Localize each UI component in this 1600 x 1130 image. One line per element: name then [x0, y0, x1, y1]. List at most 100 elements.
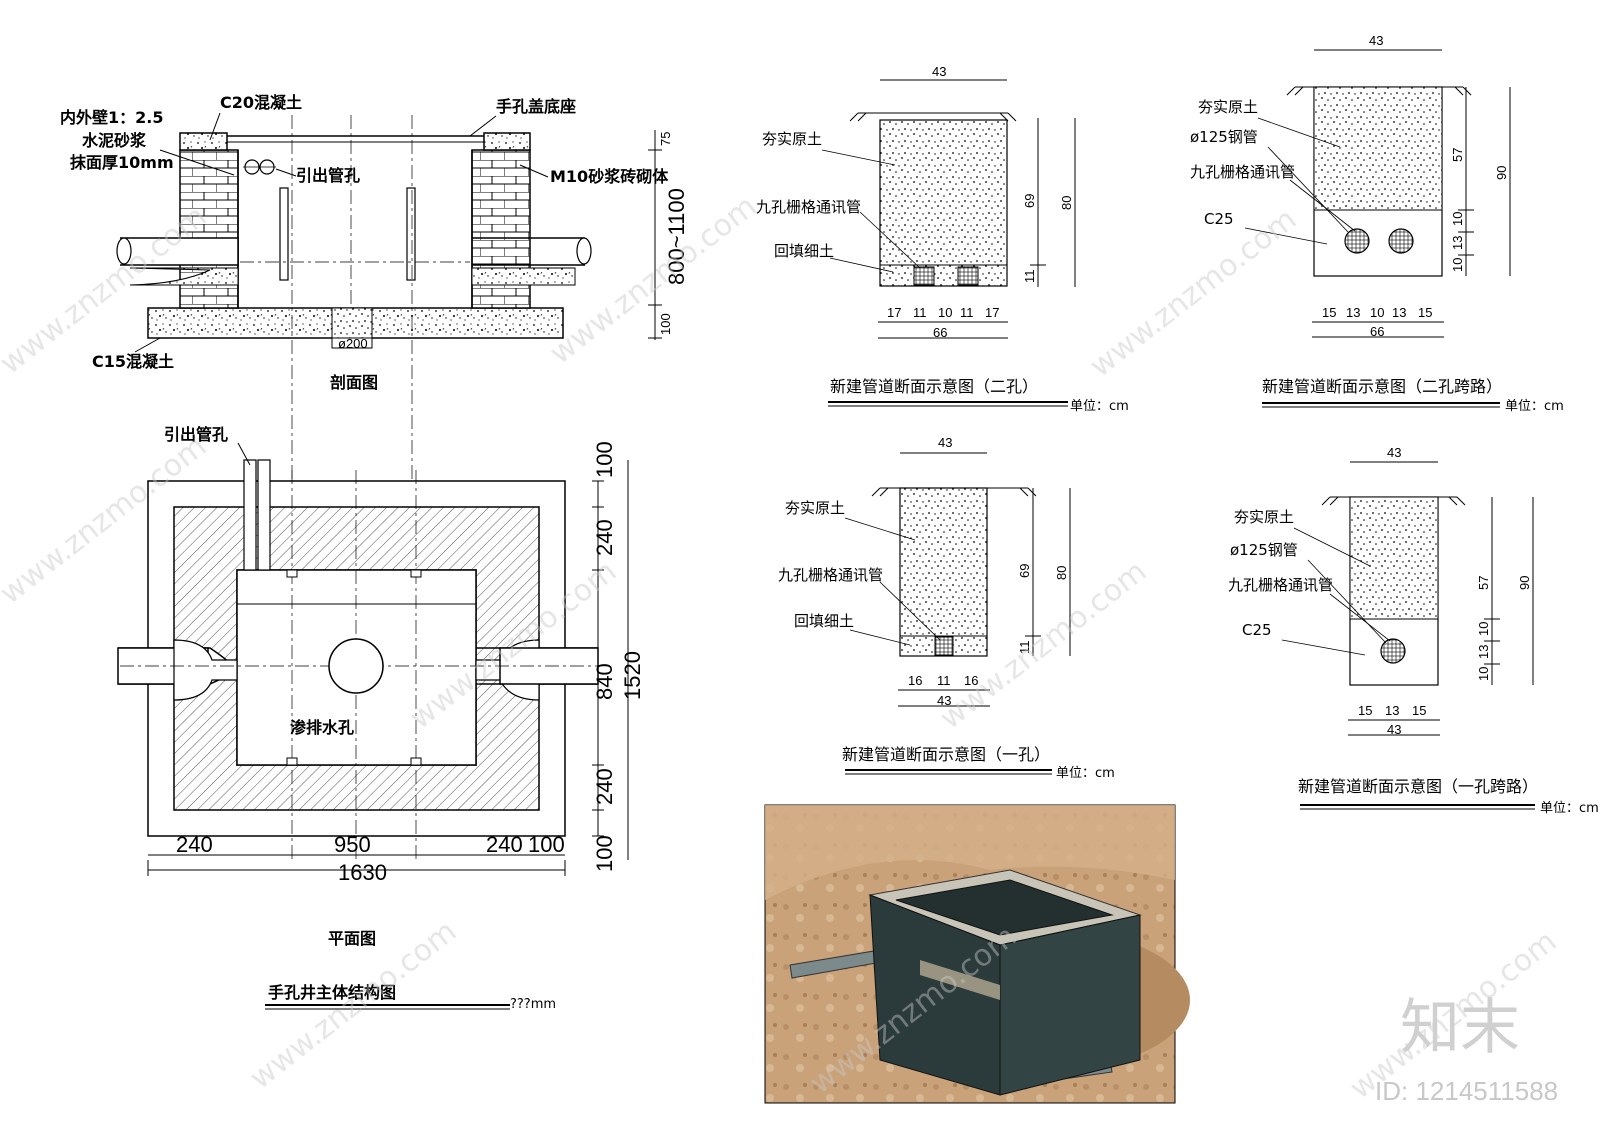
s2c-unit: 单位：cm — [1505, 399, 1564, 414]
label-brick: M10砂浆砖砌体 — [550, 167, 669, 186]
label-lid-seat: 手孔盖底座 — [496, 97, 576, 116]
label-wall-plaster-3: 抹面厚10mm — [70, 153, 174, 172]
plan-dim-r0: 100 — [592, 441, 617, 478]
s2c-bottom-dim-1: 13 — [1346, 305, 1360, 320]
label-c20: C20混凝土 — [220, 93, 302, 112]
s1c-bottom-dim-1: 13 — [1385, 703, 1399, 718]
s2-label-0: 夯实原土 — [762, 130, 822, 148]
s1-unit: 单位：cm — [1056, 766, 1115, 781]
left-pipe — [120, 237, 239, 266]
s2c-right-dim-3: 10 — [1450, 258, 1465, 272]
section-two-hole-cross: 43 57 10 13 10 90 15 13 10 13 15 66 夯实原土… — [1190, 33, 1564, 414]
s1-label-2: 回填细土 — [794, 612, 854, 630]
s2c-label-2: 九孔栅格通讯管 — [1190, 163, 1295, 181]
plan-dim-r4: 100 — [592, 835, 617, 872]
s2-bottom-dim-0: 17 — [887, 305, 901, 320]
s2c-right-dim-2: 13 — [1450, 236, 1465, 250]
s2c-bottom-dim-0: 15 — [1322, 305, 1336, 320]
plan-view: 引出管孔 渗排水孔 100 240 840 240 — [117, 425, 645, 948]
plan-dim-r3: 240 — [592, 768, 617, 805]
s1c-label-2: 九孔栅格通讯管 — [1228, 576, 1333, 594]
s2-title: 新建管道断面示意图（二孔） — [830, 377, 1038, 396]
s1c-top-width: 43 — [1387, 445, 1401, 460]
watermark-3: www.znzmo.com — [1083, 202, 1303, 384]
s2-unit: 单位：cm — [1070, 399, 1129, 414]
s1-bottom-total: 43 — [937, 693, 951, 708]
section-one-hole-cross: 43 57 10 13 10 90 15 13 15 43 夯实原土 ø125钢… — [1228, 445, 1599, 816]
main-drawing-unit: ???mm — [510, 997, 556, 1012]
s2c-bottom-dim-4: 15 — [1418, 305, 1432, 320]
s1c-title: 新建管道断面示意图（一孔跨路） — [1298, 777, 1538, 796]
s2c-label-1: ø125钢管 — [1190, 128, 1258, 146]
s2-label-1: 九孔栅格通讯管 — [756, 198, 861, 216]
s1c-right-dim-1: 10 — [1476, 622, 1491, 636]
plan-label-drain-hole: 渗排水孔 — [290, 718, 354, 737]
section-one-hole: 43 69 11 80 16 11 16 43 夯实原土 九孔栅格通讯管 回填细… — [778, 435, 1115, 781]
s1-right-dim-0: 69 — [1017, 564, 1032, 578]
s1c-right-dim-2: 13 — [1476, 645, 1491, 659]
plan-label-outlet-hole: 引出管孔 — [164, 425, 228, 444]
plan-dim-r1: 240 — [592, 519, 617, 556]
s1-bottom-dim-2: 16 — [964, 673, 978, 688]
s1-bottom-dim-0: 16 — [908, 673, 922, 688]
plan-dim-r2: 840 — [592, 663, 617, 700]
section-view: ø200 75 800~1100 100 内外壁1：2.5 水泥砂浆 抹面厚10… — [60, 93, 689, 520]
section-dim-base: 100 — [658, 313, 673, 335]
s2-bottom-dim-3: 11 — [960, 305, 974, 320]
s2c-title: 新建管道断面示意图（二孔跨路） — [1262, 377, 1502, 396]
right-top-cap — [483, 132, 531, 151]
s2-top-width: 43 — [932, 64, 946, 79]
section-dim-top: 75 — [658, 132, 673, 146]
s1-title: 新建管道断面示意图（一孔） — [842, 745, 1050, 764]
s1-bottom-dim-1: 11 — [937, 673, 951, 688]
drain-hole-icon — [328, 638, 384, 694]
s1c-bottom-dim-0: 15 — [1358, 703, 1372, 718]
s2-bottom-dim-1: 11 — [913, 305, 927, 320]
plan-dim-right-total: 1520 — [620, 651, 645, 700]
watermark-2: www.znzmo.com — [543, 189, 763, 371]
s2c-bottom-dim-2: 10 — [1370, 305, 1384, 320]
s1c-label-3: C25 — [1242, 621, 1272, 639]
plan-caption: 平面图 — [328, 929, 376, 948]
plan-dim-b0: 240 — [176, 832, 213, 857]
plan-dim-bottom-total: 1630 — [338, 860, 387, 885]
s1c-label-0: 夯实原土 — [1234, 508, 1294, 526]
s2c-right-dim-1: 10 — [1450, 212, 1465, 226]
s2c-label-3: C25 — [1204, 210, 1234, 228]
label-outlet-hole: 引出管孔 — [296, 166, 360, 185]
s2-total-height: 80 — [1059, 196, 1074, 210]
site-photo — [764, 804, 1190, 1104]
brand-logo: 知末 — [1400, 993, 1520, 1063]
s1c-unit: 单位：cm — [1540, 801, 1599, 816]
drain-dia-label: ø200 — [338, 336, 368, 351]
right-pipe — [472, 237, 585, 266]
s1c-right-dim-0: 57 — [1476, 576, 1491, 590]
s2-bottom-dim-2: 10 — [938, 305, 952, 320]
plan-dim-b2: 240 — [486, 832, 523, 857]
section-two-hole: 43 69 11 80 17 11 10 11 17 66 夯实原土 九孔栅格通… — [756, 64, 1129, 414]
s1c-label-1: ø125钢管 — [1230, 541, 1298, 559]
s1-label-0: 夯实原土 — [785, 499, 845, 517]
s1-total-height: 80 — [1054, 566, 1069, 580]
left-top-cap — [179, 132, 228, 151]
label-c15: C15混凝土 — [92, 352, 174, 371]
s1c-total-height: 90 — [1517, 576, 1532, 590]
s2c-right-dim-0: 57 — [1450, 148, 1465, 162]
section-dim-height: 800~1100 — [664, 188, 689, 285]
s2-right-dim-1: 11 — [1022, 270, 1037, 284]
s1-right-dim-1: 11 — [1017, 641, 1032, 655]
label-wall-plaster-2: 水泥砂浆 — [82, 131, 147, 150]
s2c-bottom-dim-3: 13 — [1392, 305, 1406, 320]
s2-bottom-total: 66 — [933, 325, 947, 340]
s1-top-width: 43 — [938, 435, 952, 450]
s2c-label-0: 夯实原土 — [1198, 98, 1258, 116]
s2-bottom-dim-4: 17 — [985, 305, 999, 320]
s2c-top-width: 43 — [1369, 33, 1383, 48]
section-caption: 剖面图 — [330, 373, 378, 392]
s2c-total-height: 90 — [1494, 166, 1509, 180]
s2-right-dim-0: 69 — [1022, 194, 1037, 208]
s2c-bottom-total: 66 — [1370, 324, 1384, 339]
s1c-bottom-dim-2: 15 — [1412, 703, 1426, 718]
plan-dim-b1: 950 — [334, 832, 371, 857]
main-drawing-title: 手孔井主体结构图 — [268, 983, 396, 1002]
